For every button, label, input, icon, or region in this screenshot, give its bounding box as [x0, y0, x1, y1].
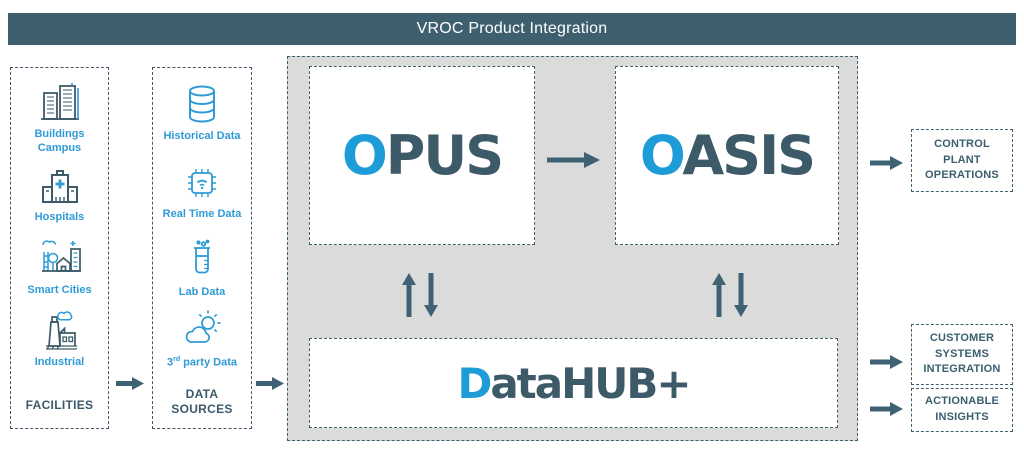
datahub-box: DataHUB+ — [309, 338, 838, 428]
control-plant-operations-box: CONTROL PLANT OPERATIONS — [911, 129, 1013, 192]
datahub-logo: DataHUB+ — [457, 358, 691, 408]
industrial-icon — [37, 308, 83, 354]
buildings-icon — [37, 80, 83, 126]
source-lab: Lab Data — [153, 238, 251, 300]
opus-datahub-sync-arrows — [399, 273, 441, 317]
facility-hospitals: Hospitals — [11, 163, 108, 225]
platform-to-insights-arrow — [870, 402, 903, 416]
data-sources-caption: DATA SOURCES — [171, 386, 233, 417]
facilities-panel: Buildings Campus Hospital — [10, 67, 109, 429]
facility-label: Buildings Campus — [34, 128, 85, 154]
source-label: 3rd party Data — [167, 356, 237, 369]
facility-industrial: Industrial — [11, 308, 108, 370]
hospital-icon — [37, 163, 83, 209]
actionable-insights-box: ACTIONABLE INSIGHTS — [911, 388, 1013, 432]
source-3rd-party: 3rd party Data — [153, 308, 251, 370]
opus-to-oasis-arrow — [547, 152, 600, 168]
source-label: Lab Data — [178, 286, 226, 298]
source-realtime: Real Time Data — [153, 160, 251, 222]
oasis-logo: OASIS — [639, 124, 816, 187]
sources-to-platform-arrow — [256, 377, 284, 390]
data-sources-panel: Historical Data Real Time Data — [152, 67, 252, 429]
oasis-datahub-sync-arrows — [709, 273, 751, 317]
facility-label: Hospitals — [34, 211, 85, 223]
facilities-to-sources-arrow — [116, 377, 144, 390]
opus-logo: OPUS — [341, 124, 504, 187]
beaker-icon — [179, 238, 225, 284]
platform-to-customer-arrow — [870, 355, 903, 369]
source-historical: Historical Data — [153, 82, 251, 144]
vroc-platform-canvas: OPUS OASIS DataHUB+ — [287, 56, 858, 441]
weather-icon — [179, 308, 225, 354]
facility-smart-cities: Smart Cities — [11, 236, 108, 298]
facility-label: Smart Cities — [27, 284, 92, 296]
smart-city-icon — [37, 236, 83, 282]
facilities-caption: FACILITIES — [25, 398, 94, 413]
page-title: VROC Product Integration — [416, 20, 608, 37]
diagram-title-bar: VROC Product Integration — [8, 13, 1016, 45]
source-label: Historical Data — [163, 130, 241, 142]
source-label: Real Time Data — [162, 208, 242, 220]
chip-icon — [179, 160, 225, 206]
facility-label: Industrial — [34, 356, 85, 368]
opus-box: OPUS — [309, 66, 535, 245]
oasis-box: OASIS — [615, 66, 839, 245]
database-icon — [179, 82, 225, 128]
customer-systems-integration-box: CUSTOMER SYSTEMS INTEGRATION — [911, 324, 1013, 385]
oasis-to-control-arrow — [870, 156, 903, 170]
facility-buildings-campus: Buildings Campus — [11, 80, 108, 156]
